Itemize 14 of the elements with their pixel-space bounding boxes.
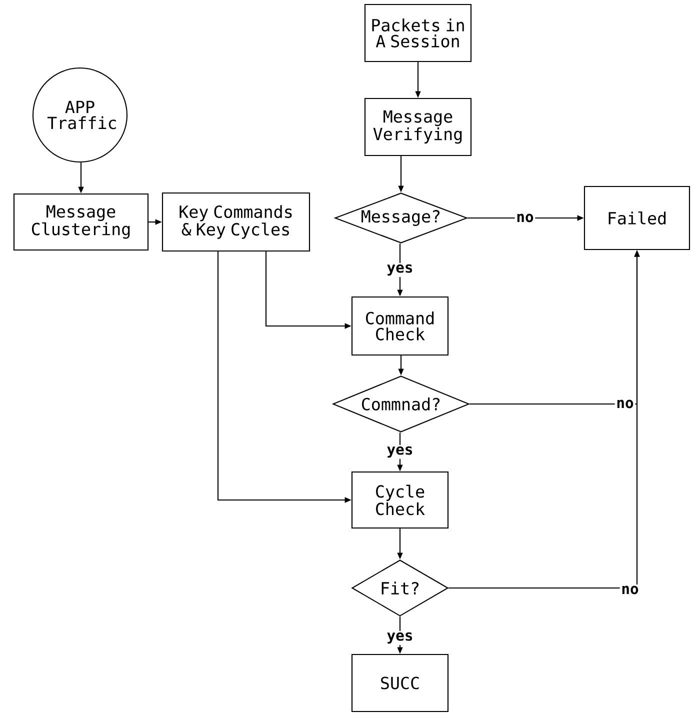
edge-label: no <box>620 584 640 596</box>
process-box: Key Commands & Key Cycles <box>162 192 310 252</box>
edge-label: yes <box>385 263 415 277</box>
edge-label: no <box>514 212 536 224</box>
edge-label: yes <box>385 445 415 459</box>
process-box: Command Check <box>351 296 449 356</box>
terminal-box: SUCC <box>351 654 449 712</box>
process-box: Message Clustering <box>13 193 149 251</box>
edge-label: no <box>614 398 636 410</box>
process-box: Packets in A Session <box>364 4 472 62</box>
terminal-box: Failed <box>584 186 690 250</box>
edge-label: yes <box>385 631 415 645</box>
process-box: Cycle Check <box>351 471 449 529</box>
process-box: Message Verifying <box>364 98 472 156</box>
